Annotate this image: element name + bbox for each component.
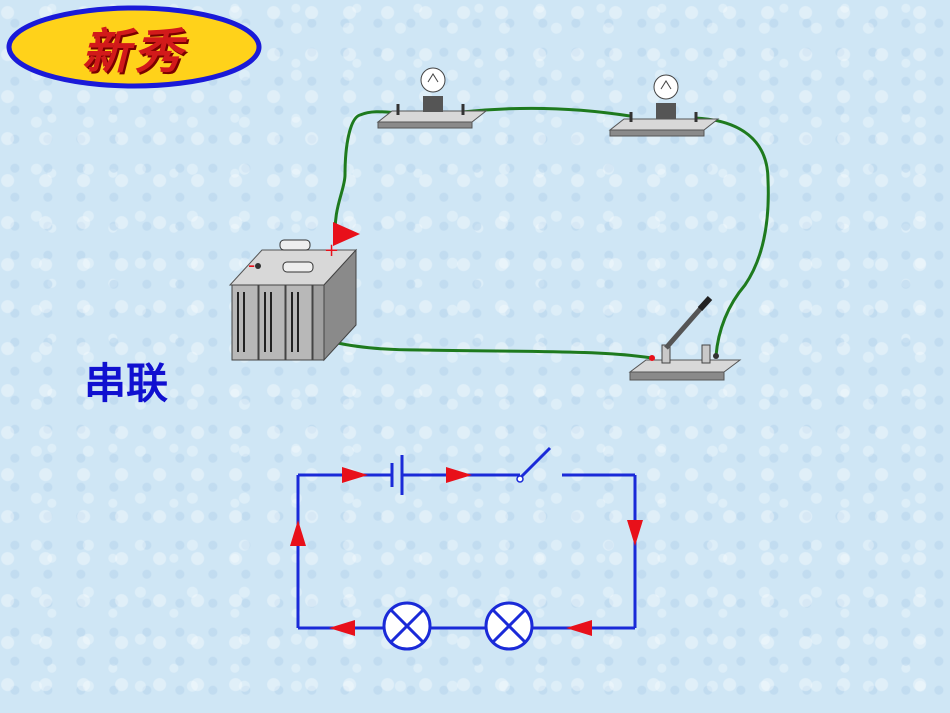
current-arrow-icon: [290, 520, 306, 546]
knife-switch-icon: [628, 295, 742, 381]
bulb-icon: [608, 74, 720, 137]
bulb-icon: [376, 67, 488, 129]
current-arrow-icon: [446, 467, 472, 483]
badge-ellipse: [6, 5, 262, 89]
wire-bulb2-to-switch: [694, 116, 770, 357]
badge-text: 新秀: [81, 24, 186, 80]
title-badge: 新秀: [5, 4, 263, 90]
battery-icon: [228, 237, 358, 362]
current-arrow-icon: [333, 222, 360, 246]
cell-symbol-icon: [390, 455, 404, 495]
current-arrow-icon: [627, 520, 643, 546]
current-arrow-icon: [329, 620, 355, 636]
battery-minus-label: -: [248, 253, 255, 277]
switch-symbol-icon: [516, 446, 552, 483]
current-arrow-icon: [566, 620, 592, 636]
lamp-symbol-icon: [484, 601, 534, 651]
battery-plus-label: +: [324, 240, 339, 261]
series-label: 串联: [84, 359, 169, 408]
lamp-symbol-icon: [382, 601, 432, 651]
wire-battery-to-bulb1: [333, 110, 399, 241]
current-arrow-icon: [342, 467, 368, 483]
